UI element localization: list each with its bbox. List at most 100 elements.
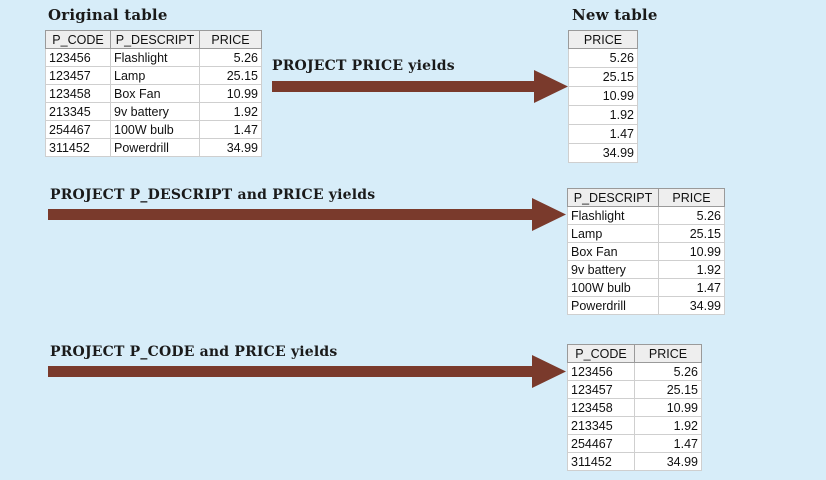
p-code-cell: 213345	[45, 102, 111, 121]
arrow-shaft	[48, 209, 536, 220]
project-descript-price-caption: PROJECT P_DESCRIPT and PRICE yields	[50, 187, 376, 203]
price-cell: 25.15	[199, 66, 262, 85]
table-row: 5.26	[568, 48, 638, 68]
p-code-cell: 311452	[567, 452, 635, 471]
table-row: 311452 Powerdrill 34.99	[45, 138, 262, 157]
table-row: 254467 1.47	[567, 434, 702, 453]
p-descript-cell: Box Fan	[110, 84, 200, 103]
table-row: 311452 34.99	[567, 452, 702, 471]
p-code-cell: 123457	[567, 380, 635, 399]
price-cell: 34.99	[199, 138, 262, 157]
price-cell: 5.26	[199, 48, 262, 67]
p-descript-cell: 100W bulb	[567, 278, 659, 297]
column-header: PRICE	[658, 188, 725, 207]
table-row: 254467 100W bulb 1.47	[45, 120, 262, 139]
p-code-cell: 254467	[567, 434, 635, 453]
price-cell: 1.47	[568, 124, 638, 144]
p-code-cell: 311452	[45, 138, 111, 157]
table-row: 1.47	[568, 124, 638, 144]
table-row: 100W bulb 1.47	[567, 278, 725, 297]
p-descript-cell: 9v battery	[110, 102, 200, 121]
table-row: 123457 25.15	[567, 380, 702, 399]
price-cell: 1.92	[634, 416, 702, 435]
price-cell: 5.26	[568, 48, 638, 68]
table-row: Powerdrill 34.99	[567, 296, 725, 315]
price-cell: 10.99	[658, 242, 725, 261]
header-row: PRICE	[568, 30, 638, 49]
column-header: P_CODE	[567, 344, 635, 363]
arrow-shaft	[48, 366, 536, 377]
p-descript-cell: 100W bulb	[110, 120, 200, 139]
p-descript-cell: Powerdrill	[110, 138, 200, 157]
table-row: Box Fan 10.99	[567, 242, 725, 261]
price-cell: 10.99	[634, 398, 702, 417]
price-cell: 1.92	[199, 102, 262, 121]
table-row: 123456 5.26	[567, 362, 702, 381]
price-cell: 1.47	[199, 120, 262, 139]
table-row: 34.99	[568, 143, 638, 163]
price-cell: 10.99	[199, 84, 262, 103]
arrow-head	[532, 355, 566, 388]
p-descript-cell: Powerdrill	[567, 296, 659, 315]
p-code-cell: 213345	[567, 416, 635, 435]
table-row: 123458 10.99	[567, 398, 702, 417]
table-row: 10.99	[568, 86, 638, 106]
column-header: PRICE	[568, 30, 638, 49]
table-row: 123458 Box Fan 10.99	[45, 84, 262, 103]
p-code-cell: 123457	[45, 66, 111, 85]
p-descript-cell: Flashlight	[567, 206, 659, 225]
table-row: Flashlight 5.26	[567, 206, 725, 225]
column-header: PRICE	[199, 30, 262, 49]
table-row: 1.92	[568, 105, 638, 125]
original-table: P_CODE P_DESCRIPT PRICE 123456 Flashligh…	[45, 30, 262, 157]
price-cell: 25.15	[568, 67, 638, 87]
price-cell: 5.26	[634, 362, 702, 381]
arrow-head	[532, 198, 566, 231]
arrow-icon	[48, 355, 566, 388]
p-descript-cell: 9v battery	[567, 260, 659, 279]
price-cell: 25.15	[634, 380, 702, 399]
price-cell: 1.92	[568, 105, 638, 125]
price-cell: 34.99	[634, 452, 702, 471]
descript-price-table: P_DESCRIPT PRICE Flashlight 5.26 Lamp 25…	[567, 188, 725, 315]
column-header: PRICE	[634, 344, 702, 363]
table-row: 9v battery 1.92	[567, 260, 725, 279]
table-row: 25.15	[568, 67, 638, 87]
price-cell: 1.92	[658, 260, 725, 279]
p-code-cell: 123456	[567, 362, 635, 381]
table-row: Lamp 25.15	[567, 224, 725, 243]
price-cell: 34.99	[568, 143, 638, 163]
column-header: P_DESCRIPT	[567, 188, 659, 207]
p-code-cell: 123456	[45, 48, 111, 67]
header-row: P_CODE PRICE	[567, 344, 702, 363]
header-row: P_DESCRIPT PRICE	[567, 188, 725, 207]
price-cell: 25.15	[658, 224, 725, 243]
price-cell: 1.47	[658, 278, 725, 297]
p-descript-cell: Flashlight	[110, 48, 200, 67]
p-descript-cell: Box Fan	[567, 242, 659, 261]
p-code-cell: 254467	[45, 120, 111, 139]
project-code-price-caption: PROJECT P_CODE and PRICE yields	[50, 344, 338, 360]
project-price-caption: PROJECT PRICE yields	[272, 58, 455, 74]
p-code-cell: 123458	[45, 84, 111, 103]
p-descript-cell: Lamp	[110, 66, 200, 85]
p-descript-cell: Lamp	[567, 224, 659, 243]
price-cell: 10.99	[568, 86, 638, 106]
column-header: P_DESCRIPT	[110, 30, 200, 49]
p-code-cell: 123458	[567, 398, 635, 417]
arrow-head	[534, 70, 568, 103]
table-row: 213345 1.92	[567, 416, 702, 435]
price-table: PRICE 5.26 25.15 10.99 1.92 1.47 34.99	[568, 30, 638, 163]
header-row: P_CODE P_DESCRIPT PRICE	[45, 30, 262, 49]
original-table-heading: Original table	[48, 6, 168, 24]
column-header: P_CODE	[45, 30, 111, 49]
code-price-table: P_CODE PRICE 123456 5.26 123457 25.15 12…	[567, 344, 702, 471]
arrow-shaft	[272, 81, 538, 92]
table-row: 213345 9v battery 1.92	[45, 102, 262, 121]
arrow-icon	[48, 198, 566, 231]
price-cell: 5.26	[658, 206, 725, 225]
price-cell: 34.99	[658, 296, 725, 315]
arrow-icon	[272, 70, 568, 103]
price-cell: 1.47	[634, 434, 702, 453]
